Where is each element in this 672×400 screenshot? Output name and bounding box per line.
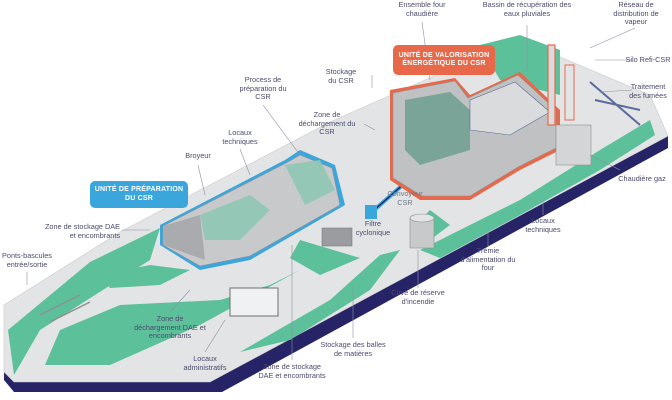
weighbridges	[39, 294, 91, 323]
admin-building	[229, 287, 279, 317]
label-zone-stockage-dae-2: Zone de stockage DAE et encombrants	[258, 362, 326, 380]
bales-storage	[321, 227, 353, 247]
label-filtre: Filtre cyclonique	[355, 219, 391, 237]
label-locaux-admin: Locaux administratifs	[183, 354, 227, 372]
label-stockage-csr: Stockage du CSR	[325, 67, 357, 85]
label-traitement-fumees: Traitement des fumées	[629, 82, 667, 100]
cyclone-filter	[365, 205, 377, 219]
label-locaux-techniques-2: Locaux techniques	[525, 216, 561, 234]
label-convoyeur: Convoyeur CSR	[387, 189, 423, 207]
label-locaux-techniques-1: Locaux techniques	[222, 128, 258, 146]
valorisation-building	[390, 72, 592, 200]
green-areas	[8, 35, 655, 375]
label-process-preparation: Process de préparation du CSR	[239, 75, 287, 102]
label-cuve: Cuve de réserve d'incendie	[391, 288, 445, 306]
label-reseau-vapeur: Réseau de distribution de vapeur	[613, 0, 659, 27]
label-ponts-bascules: Ponts-bascules entrée/sortie	[2, 251, 52, 269]
label-tremie: Trémie d'alimentation du four	[460, 246, 516, 273]
valorisation-unit-badge: UNITÉ DE VALORISATION ÉNERGÉTIQUE DU CSR	[393, 45, 495, 75]
label-stockage-balles: Stockage des balles de matières	[320, 340, 386, 358]
label-zone-dechargement-csr: Zone de déchargement du CSR	[298, 110, 356, 137]
silo-refi-csr	[564, 64, 575, 121]
label-chaudiere-gaz: Chaudière gaz	[618, 174, 666, 183]
label-ensemble-four: Ensemble four chaudière	[398, 0, 446, 18]
label-zone-dechargement-dae: Zone de déchargement DAE et encombrants	[134, 314, 206, 341]
preparation-building	[160, 150, 345, 270]
label-bassin: Bassin de récupération des eaux pluviale…	[482, 0, 572, 18]
label-silo: Silo Refi-CSR	[625, 55, 671, 64]
label-zone-stockage-dae-1: Zone de stockage DAE et encombrants	[44, 222, 120, 240]
chimney	[547, 44, 556, 126]
preparation-unit-badge: UNITÉ DE PRÉPARATION DU CSR	[90, 181, 188, 208]
label-broyeur: Broyeur	[185, 151, 211, 160]
fire-reserve-tank	[409, 213, 435, 249]
